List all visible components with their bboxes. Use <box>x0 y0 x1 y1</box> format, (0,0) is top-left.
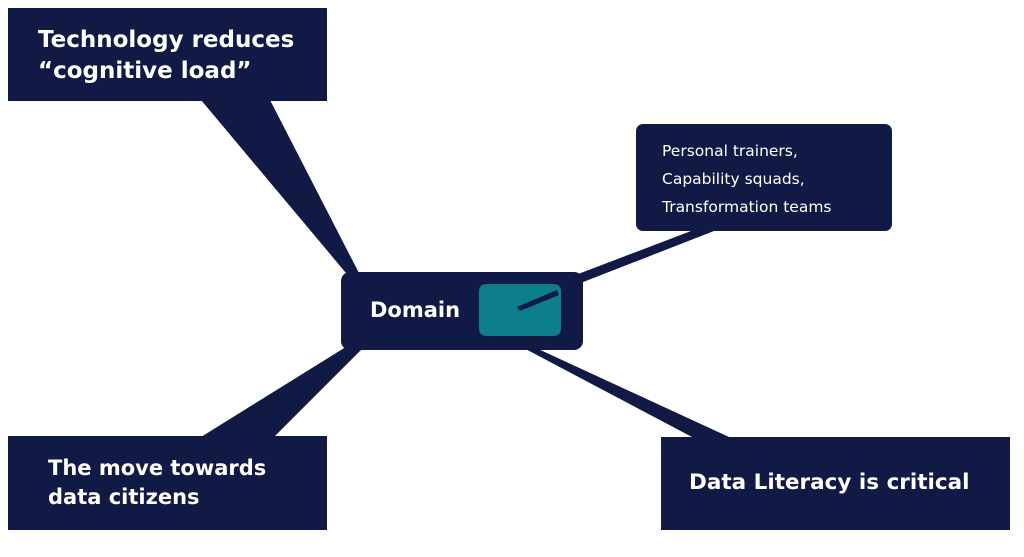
callout-bottom-left: The move towards data citizens <box>8 436 327 530</box>
callout-top-left-line-1: Technology reduces <box>38 27 295 53</box>
callout-top-left-line-2: “cognitive load” <box>38 58 252 84</box>
connector-bottom-left <box>201 345 361 437</box>
callout-bottom-left-line-2: data citizens <box>48 485 200 509</box>
callout-top-right-line-1: Personal trainers, <box>662 142 798 160</box>
callout-bottom-left-line-1: The move towards <box>48 456 267 480</box>
center-node-swatch <box>479 284 561 336</box>
callout-bottom-right-text: Data Literacy is critical <box>689 470 970 495</box>
center-node: Domain <box>341 272 583 350</box>
center-node-label: Domain <box>370 298 461 322</box>
callout-bottom-right: Data Literacy is critical <box>661 437 1010 530</box>
callout-top-right-line-3: Transformation teams <box>662 198 832 216</box>
callout-top-left: Technology reduces “cognitive load” <box>8 8 327 101</box>
connector-top-right <box>565 231 714 286</box>
callout-top-right: Personal trainers, Capability squads, Tr… <box>636 124 892 231</box>
callout-top-right-line-2: Capability squads, <box>662 170 805 188</box>
connector-top-left <box>201 100 361 279</box>
connector-bottom-right <box>518 345 729 437</box>
